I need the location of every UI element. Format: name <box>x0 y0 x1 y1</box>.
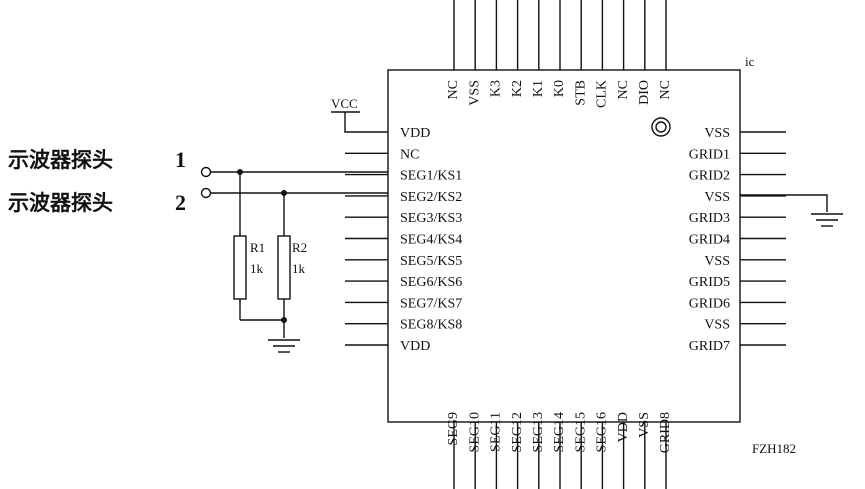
top-pin-label: K2 <box>510 80 525 97</box>
probe2-terminal <box>200 187 212 199</box>
r2-ref: R2 <box>292 240 307 255</box>
top-pin-label: NC <box>658 80 673 99</box>
probe1-terminal <box>200 166 212 178</box>
bottom-pin-label: VSS <box>637 412 652 438</box>
bottom-pin-label: VDD <box>616 412 631 442</box>
left-pin-label: SEG1/KS1 <box>400 169 462 184</box>
right-pin-label: VSS <box>704 254 730 269</box>
probe1-label: 示波器探头 <box>8 148 113 172</box>
bottom-pin-label: SEG11 <box>489 412 504 452</box>
top-pin-label: K0 <box>552 80 567 97</box>
right-pin-label: VSS <box>704 190 730 205</box>
junction-ground <box>281 317 287 323</box>
left-pin-label: SEG8/KS8 <box>400 318 462 333</box>
left-pin-label: SEG5/KS5 <box>400 254 462 269</box>
top-pin-label: K3 <box>489 80 504 97</box>
pin1-marker-outer <box>651 117 671 137</box>
r1-ref: R1 <box>250 240 265 255</box>
top-pin-label: NC <box>616 80 631 99</box>
ground-wire-right <box>740 194 828 212</box>
bottom-pin-label: SEG13 <box>531 412 546 452</box>
right-pin-label: GRID2 <box>689 169 730 184</box>
r1-value: 1k <box>250 261 264 276</box>
right-pin-label: GRID1 <box>689 147 730 162</box>
right-pin-label: GRID6 <box>689 296 730 311</box>
top-pin-label: VSS <box>467 80 482 106</box>
right-pin-label: VSS <box>704 126 730 141</box>
r1-body <box>233 235 247 300</box>
left-pin-label: SEG7/KS7 <box>400 296 462 311</box>
r2-body <box>277 235 291 300</box>
r2-value: 1k <box>292 261 306 276</box>
right-pin-label: GRID4 <box>689 233 730 248</box>
bottom-pin-label: SEG16 <box>595 412 610 452</box>
left-pin-label: VDD <box>400 339 430 354</box>
bottom-pin-label: SEG14 <box>552 412 567 452</box>
bottom-pin-label: SEG12 <box>510 412 525 452</box>
right-pin-label: GRID3 <box>689 211 730 226</box>
pins-layer: VDD NC SEG1/KS1SEG2/KS2SEG3/KS3SEG4/KS4SEG… <box>345 0 786 489</box>
left-pin-label: VDD <box>400 126 430 141</box>
left-pin-label: SEG4/KS4 <box>400 233 462 248</box>
top-pin-label: NC <box>446 80 461 99</box>
probe2-number: 2 <box>175 190 186 215</box>
left-pin-label: SEG6/KS6 <box>400 275 462 290</box>
right-pin-label: VSS <box>704 318 730 333</box>
top-pin-label: STB <box>573 80 588 106</box>
right-pin-label: GRID5 <box>689 275 730 290</box>
probe1-number: 1 <box>175 147 186 172</box>
bottom-pin-label: SEG15 <box>573 412 588 452</box>
ic-ref-label: ic <box>745 54 755 69</box>
probe2-label: 示波器探头 <box>8 191 113 215</box>
right-pin-label: GRID7 <box>689 339 730 354</box>
pin1-marker-inner <box>655 121 667 133</box>
bottom-pin-label: SEG10 <box>467 412 482 452</box>
top-pin-label: K1 <box>531 80 546 97</box>
left-pin-label: SEG2/KS2 <box>400 190 462 205</box>
vcc-wire <box>344 112 388 133</box>
bottom-pin-label: GRID8 <box>658 412 673 453</box>
ic-body <box>387 69 741 423</box>
left-pin-label: SEG3/KS3 <box>400 211 462 226</box>
top-pin-label: DIO <box>637 80 652 105</box>
bottom-pin-label: SEG9 <box>446 412 461 445</box>
left-pin-label: NC <box>400 147 419 162</box>
vcc-label: VCC <box>331 96 358 111</box>
top-pin-label: CLK <box>595 80 610 108</box>
part-number-label: FZH182 <box>752 441 796 456</box>
